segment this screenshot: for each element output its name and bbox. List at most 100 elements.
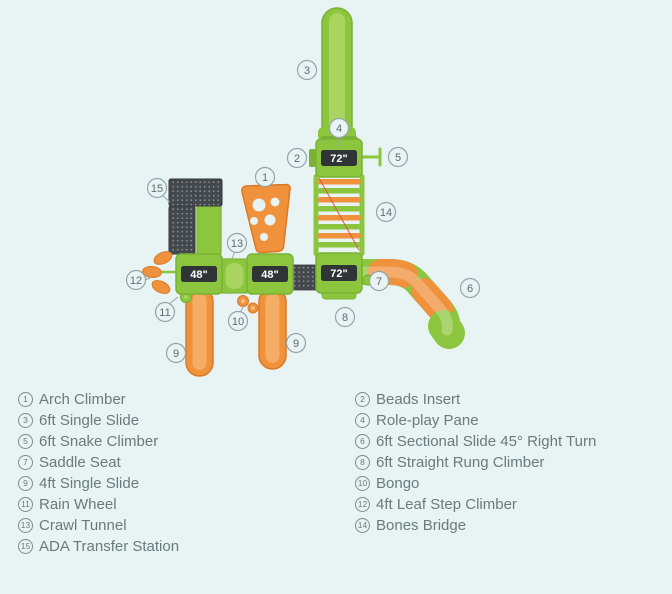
legend-item-label: 6ft Sectional Slide 45° Right Turn [376,433,597,450]
legend-item-label: Rain Wheel [39,496,117,513]
legend-item-label: 6ft Snake Climber [39,433,159,450]
callout-5: 5 [387,146,409,168]
deck-72-bottom: 72" [315,252,363,294]
deck-size-label: 48" [190,269,207,281]
callout-number: 12 [130,275,142,287]
bones-bridge [313,174,365,256]
legend-item: 11 Rain Wheel [18,494,355,515]
ada-transfer-station [168,178,223,257]
legend-item-label: Role-play Pane [376,412,479,429]
legend-item: 15 ADA Transfer Station [18,536,355,557]
slide-4ft-left [185,287,214,377]
callout-number: 4 [336,123,342,135]
legend-item-number: 13 [18,518,33,533]
legend-item: 5 6ft Snake Climber [18,431,355,452]
legend-item-label: ADA Transfer Station [39,538,180,555]
deck-size-label: 72" [330,153,347,165]
legend-item: 12 4ft Leaf Step Climber [355,494,658,515]
callout-number: 3 [304,65,310,77]
callout-number: 6 [467,283,473,295]
callout-15: 15 [146,177,168,199]
slide-sectional-45 [342,259,465,349]
callout-number: 14 [380,207,392,219]
legend-item-number: 1 [18,392,33,407]
callout-9-center: 9 [285,332,307,354]
callout-14: 14 [375,201,397,223]
callout-number: 13 [231,238,243,250]
legend-item: 13 Crawl Tunnel [18,515,355,536]
callout-11: 11 [154,301,176,323]
deck-size-badge [252,266,288,282]
deck-72-top: 72" [315,138,363,178]
deck-size-label: 72" [330,268,347,280]
legend-item-number: 7 [18,455,33,470]
legend-item: 4 Role-play Pane [355,410,658,431]
beads-insert [309,149,316,167]
legend-item: 9 4ft Single Slide [18,473,355,494]
callout-4: 4 [328,117,350,139]
arch-climber-panel [241,183,291,254]
callout-7: 7 [368,270,390,292]
legend-column-right: 2 Beads Insert 4 Role-play Pane 6 6ft Se… [355,389,658,557]
callout-number: 8 [342,312,348,324]
callout-12: 12 [125,269,147,291]
callout-8: 8 [334,306,356,328]
snake-climber [360,147,382,167]
callout-number: 10 [232,316,244,328]
legend-item-number: 11 [18,497,33,512]
callout-number: 9 [293,338,299,350]
callout-9-left: 9 [165,342,187,364]
legend-item: 2 Beads Insert [355,389,658,410]
legend-item-number: 12 [355,497,370,512]
bongo [237,295,259,314]
callout-number: 1 [262,172,268,184]
legend-item: 3 6ft Single Slide [18,410,355,431]
legend-item-number: 10 [355,476,370,491]
legend-item-label: Crawl Tunnel [39,517,127,534]
legend-column-left: 1 Arch Climber 3 6ft Single Slide 5 6ft … [18,389,355,557]
legend-item-number: 14 [355,518,370,533]
legend-item: 14 Bones Bridge [355,515,658,536]
legend-item-number: 15 [18,539,33,554]
callout-number: 2 [294,153,300,165]
leaf-step-climber [142,251,176,294]
deck-connector-panel [292,264,317,291]
legend-item-label: 6ft Straight Rung Climber [376,454,545,471]
legend-item-label: Bongo [376,475,420,492]
legend-item-label: 6ft Single Slide [39,412,140,429]
legend-item-label: Saddle Seat [39,454,121,471]
playground-plan-diagram: 72" 72" 48" 48" 1 2 [125,7,481,377]
legend-item: 6 6ft Sectional Slide 45° Right Turn [355,431,658,452]
deck-size-label: 48" [261,269,278,281]
legend-item: 10 Bongo [355,473,658,494]
legend-item-number: 2 [355,392,370,407]
callout-10: 10 [227,310,249,332]
legend-item-number: 4 [355,413,370,428]
crawl-tunnel [221,258,248,294]
slide-4ft-center [258,287,287,370]
legend-item-number: 3 [18,413,33,428]
legend-item-label: 4ft Leaf Step Climber [376,496,517,513]
callout-1: 1 [254,166,276,188]
callout-3: 3 [296,59,318,81]
callout-2: 2 [286,147,308,169]
callout-13: 13 [226,232,248,254]
deck-48-center: 48" [246,253,294,295]
bridge-cable [318,177,360,251]
legend-item-number: 6 [355,434,370,449]
legend-item-number: 9 [18,476,33,491]
callout-number: 5 [395,152,401,164]
callout-6: 6 [459,277,481,299]
legend-item: 7 Saddle Seat [18,452,355,473]
legend-item: 8 6ft Straight Rung Climber [355,452,658,473]
legend-item-label: Bones Bridge [376,517,467,534]
legend-item-number: 5 [18,434,33,449]
deck-size-badge [321,150,357,166]
callout-number: 7 [376,276,382,288]
callout-number: 9 [173,348,179,360]
callout-number: 15 [151,183,163,195]
deck-size-badge [181,266,217,282]
legend: 1 Arch Climber 3 6ft Single Slide 5 6ft … [18,389,658,557]
callout-number: 11 [159,307,170,319]
legend-item-label: 4ft Single Slide [39,475,140,492]
